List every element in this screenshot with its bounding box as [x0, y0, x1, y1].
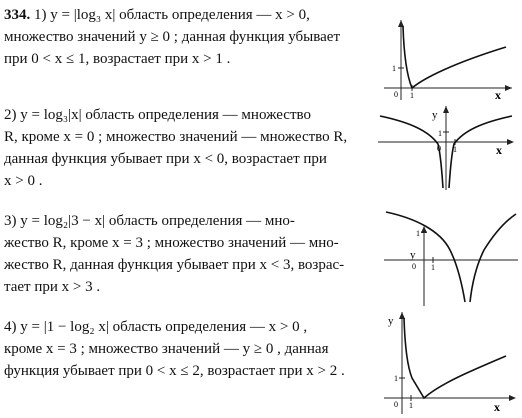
tick-label-y1: 1 — [438, 129, 442, 138]
y-axis-label: y — [410, 249, 416, 261]
curve — [403, 317, 507, 400]
problem-1-text: 334. 1) y = |log₃ x| область определения… — [4, 4, 340, 70]
problem-4-text: 4) y = |1 − log₂ x| область определения … — [4, 316, 345, 382]
tick-label-y1: 1 — [392, 64, 396, 73]
problem-2-text: 2) y = log₃|x| область определения — мно… — [4, 104, 347, 192]
problem-3-text: 3) y = log₂|3 − x| область определения —… — [4, 210, 344, 298]
problem-3-line-1: 3) y = log₂|3 − x| область определения —… — [4, 213, 295, 229]
tick-label-x1: 1 — [410, 91, 414, 100]
problem-1-line-3: при 0 < x ≤ 1, возрастает при x > 1 . — [4, 51, 231, 67]
y-axis-arrow — [399, 312, 405, 319]
problem-2-line-4: x > 0 . — [4, 173, 43, 189]
tick-label-y1: 1 — [394, 374, 398, 383]
y-axis-label: y — [388, 315, 394, 327]
curve-left — [379, 115, 444, 189]
graph-4: 1 0 1 y x — [384, 310, 518, 414]
x-axis-arrow — [507, 139, 514, 145]
y-axis-arrow — [398, 20, 404, 27]
y-axis-label: y — [432, 109, 438, 121]
tick-label-origin: 0 — [412, 262, 416, 271]
graph-4-svg: 1 0 1 y x — [384, 312, 516, 414]
curve — [402, 25, 507, 90]
tick-label-origin: 0 — [394, 400, 398, 409]
curve-right — [448, 115, 513, 189]
tick-label-x1: 1 — [453, 145, 457, 154]
x-axis-label: x — [494, 400, 500, 414]
problem-2-line-2: R, кроме x = 0 ; множество значений — мн… — [4, 129, 348, 145]
x-axis-label: x — [496, 143, 502, 157]
problem-2-line-1: 2) y = log₃|x| область определения — мно… — [4, 107, 311, 123]
y-axis-arrow — [443, 106, 449, 113]
graph-1-svg: 1 0 1 x — [384, 20, 512, 100]
graph-3: 1 0 1 y — [384, 210, 520, 306]
graph-2-svg: 1 0 1 y x — [378, 106, 514, 190]
problem-1-line-2: множество значений y ≥ 0 ; данная функци… — [4, 29, 341, 45]
problem-3-line-2: жество R, кроме x = 3 ; множество значен… — [4, 235, 339, 251]
problem-1-line-1: 334. 1) y = |log₃ x| область определения… — [4, 7, 310, 23]
problem-4-line-3: функция убывает при 0 < x ≤ 2, возрастае… — [4, 363, 345, 379]
problem-number: 334. — [4, 7, 31, 23]
graph-2: 1 0 1 y x — [378, 104, 518, 190]
problem-4-line-2: кроме x = 3 ; множество значений — y ≥ 0… — [4, 341, 329, 357]
tick-label-origin: 0 — [394, 90, 398, 99]
y-axis-arrow — [421, 226, 427, 233]
x-axis-label: x — [495, 88, 501, 100]
tick-label-x1: 1 — [409, 401, 413, 410]
x-axis-arrow — [505, 85, 512, 91]
curve-right — [469, 213, 517, 303]
tick-label-origin: 0 — [437, 144, 441, 153]
tick-label-x1: 1 — [431, 263, 435, 272]
curve-left — [385, 211, 466, 303]
problem-3-line-3: жество R, данная функция убывает при x <… — [4, 257, 345, 273]
graph-1: 1 0 1 x — [384, 18, 516, 100]
problem-2-line-3: данная функция убывает при x < 0, возрас… — [4, 151, 327, 167]
problem-4-line-1: 4) y = |1 − log₂ x| область определения … — [4, 319, 308, 335]
graph-3-svg: 1 0 1 y — [384, 211, 518, 306]
x-axis-arrow — [509, 395, 516, 401]
problem-3-line-4: тает при x > 3 . — [4, 279, 101, 295]
tick-label-y1: 1 — [416, 229, 420, 238]
